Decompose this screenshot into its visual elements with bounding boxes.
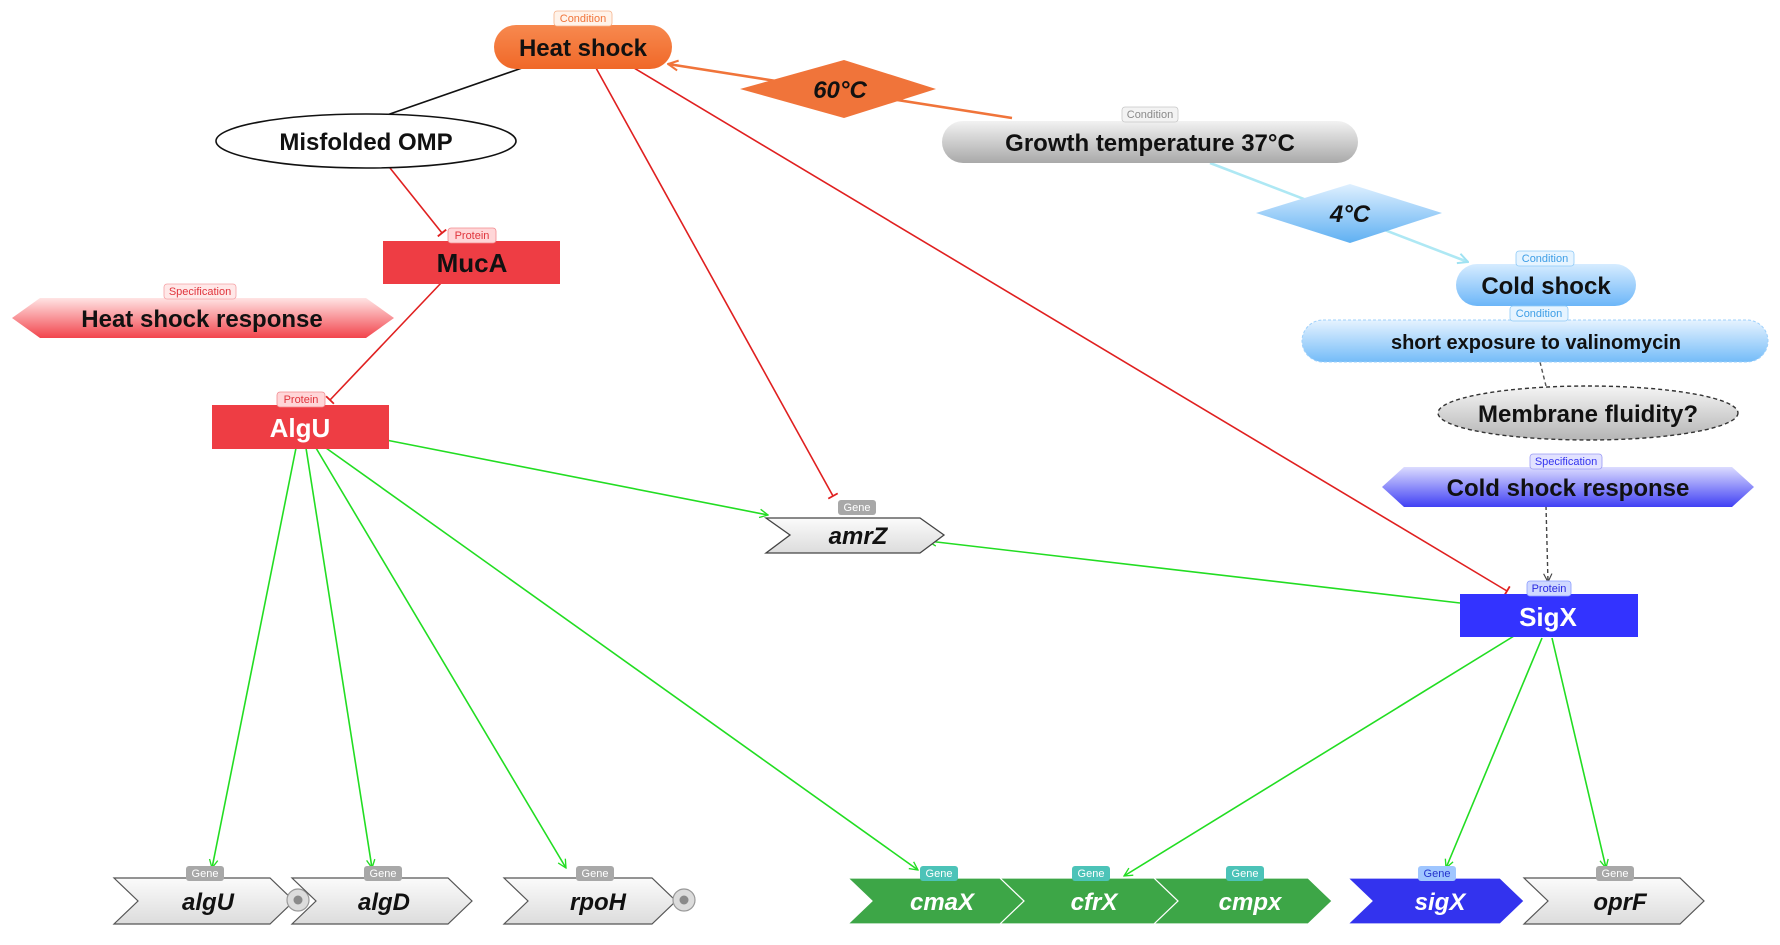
node-cmax-gene[interactable]: Gene cmaX [846, 866, 1025, 925]
csr-tag: Specification [1535, 456, 1597, 468]
edge-valino-membrane [1539, 361, 1547, 387]
edge-sigx-cfrx-gene [1124, 635, 1515, 876]
cmax-gene-tag: Gene [926, 868, 953, 880]
node-cfrx-gene[interactable]: Gene cfrX [998, 866, 1179, 925]
node-sigx-protein[interactable]: Protein SigX [1460, 580, 1638, 637]
oprf-gene-label: oprF [1593, 889, 1648, 916]
amrz-tag: Gene [844, 502, 871, 514]
node-60c[interactable]: 60°C [740, 60, 936, 118]
edge-algu-algd-gene [305, 447, 372, 868]
sigx-protein-tag: Protein [1532, 583, 1567, 595]
cfrx-gene-label: cfrX [1071, 889, 1120, 916]
edge-misfolded-muca [389, 167, 447, 238]
edge-heat-shock-sigx [623, 61, 1511, 597]
heat-shock-label: Heat shock [519, 35, 648, 62]
node-membrane-fluidity[interactable]: Membrane fluidity? [1437, 385, 1739, 441]
hsr-label: Heat shock response [81, 306, 322, 333]
heat-shock-tag: Condition [560, 13, 606, 25]
node-misfolded-omp[interactable]: Misfolded OMP [215, 113, 517, 169]
cmpx-gene-label: cmpx [1219, 889, 1283, 916]
edge-sigx-sigx-gene [1446, 637, 1543, 868]
sigx-gene-tag: Gene [1424, 868, 1451, 880]
edge-heat-shock-amrz [595, 67, 839, 500]
edge-algu-algu-gene [212, 447, 297, 868]
node-amrz-gene[interactable]: Gene amrZ [763, 500, 946, 554]
gene-extra-icon[interactable] [286, 888, 310, 912]
node-heat-shock-response[interactable]: Specification Heat shock response [12, 283, 394, 338]
valino-label: short exposure to valinomycin [1391, 332, 1681, 354]
edge-sigx-amrz [928, 541, 1461, 604]
node-sigx-gene[interactable]: Gene sigX [1346, 866, 1525, 925]
valino-tag: Condition [1516, 308, 1562, 320]
algu-tag: Protein [284, 394, 319, 406]
node-cmpx-gene[interactable]: Gene cmpx [1152, 866, 1333, 925]
csr-label: Cold shock response [1447, 475, 1690, 502]
edges [212, 62, 1606, 876]
node-valinomycin[interactable]: Condition short exposure to valinomycin [1301, 305, 1769, 363]
node-cold-shock[interactable]: Condition Cold shock [1456, 250, 1636, 306]
node-algd-gene[interactable]: Gene algD [290, 866, 473, 925]
membrane-label: Membrane fluidity? [1478, 401, 1698, 428]
cfrx-gene-tag: Gene [1078, 868, 1105, 880]
four-label: 4°C [1329, 201, 1371, 228]
sigx-protein-label: SigX [1519, 602, 1577, 632]
node-oprf-gene[interactable]: Gene oprF [1522, 866, 1705, 925]
edge-algu-rpoh-gene [315, 447, 566, 868]
node-heat-shock[interactable]: Condition Heat shock [494, 10, 672, 69]
edge-heat-shock-misfolded [383, 67, 523, 117]
edge-algu-cmax-gene [325, 447, 918, 870]
node-muca[interactable]: Protein MucA [383, 227, 560, 284]
hsr-tag: Specification [169, 286, 231, 298]
oprf-gene-tag: Gene [1602, 868, 1629, 880]
edge-sigx-oprf-gene [1551, 637, 1606, 868]
node-4c[interactable]: 4°C [1256, 184, 1442, 243]
muca-label: MucA [437, 248, 508, 278]
edge-algu-amrz [385, 439, 768, 515]
node-algu-gene[interactable]: Gene algU [112, 866, 310, 925]
edge-csr-sigx [1546, 505, 1548, 582]
sixty-label: 60°C [813, 77, 867, 104]
node-rpoh-gene[interactable]: Gene rpoH [502, 866, 696, 925]
node-algu-protein[interactable]: Protein AlgU [212, 391, 389, 449]
algu-label: AlgU [270, 413, 331, 443]
edge-muca-algu [325, 281, 443, 405]
amrz-label: amrZ [829, 523, 889, 550]
cmax-gene-label: cmaX [910, 889, 976, 916]
rpoh-gene-tag: Gene [582, 868, 609, 880]
cold-label: Cold shock [1481, 273, 1611, 300]
algu-gene-label: algU [182, 889, 235, 916]
node-growth-temperature[interactable]: Condition Growth temperature 37°C [942, 106, 1358, 163]
cmpx-gene-tag: Gene [1232, 868, 1259, 880]
muca-tag: Protein [455, 230, 490, 242]
algd-gene-tag: Gene [370, 868, 397, 880]
gene-extra-icon[interactable] [672, 888, 696, 912]
sigx-gene-label: sigX [1415, 889, 1468, 916]
algd-gene-label: algD [358, 889, 410, 916]
growth-label: Growth temperature 37°C [1005, 130, 1295, 157]
growth-tag: Condition [1127, 109, 1173, 121]
cold-tag: Condition [1522, 253, 1568, 265]
misfolded-label: Misfolded OMP [279, 129, 452, 156]
node-cold-shock-response[interactable]: Specification Cold shock response [1382, 453, 1754, 507]
algu-gene-tag: Gene [192, 868, 219, 880]
rpoh-gene-label: rpoH [570, 889, 627, 916]
